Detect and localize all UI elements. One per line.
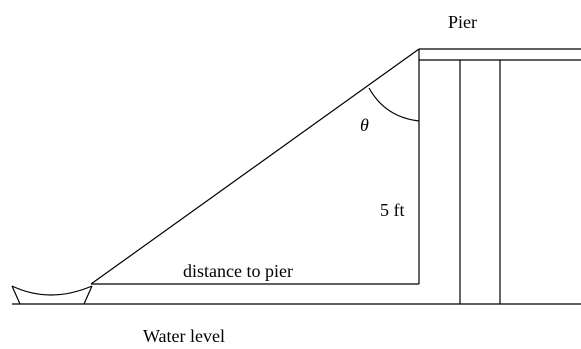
water-level-label: Water level <box>143 326 225 346</box>
angle-theta-arc <box>368 87 420 122</box>
theta-label: θ <box>360 115 369 135</box>
pier-label: Pier <box>448 12 477 32</box>
rope-line <box>90 48 420 285</box>
distance-label: distance to pier <box>183 261 293 281</box>
boat-hull <box>11 285 93 305</box>
height-label: 5 ft <box>380 200 405 220</box>
